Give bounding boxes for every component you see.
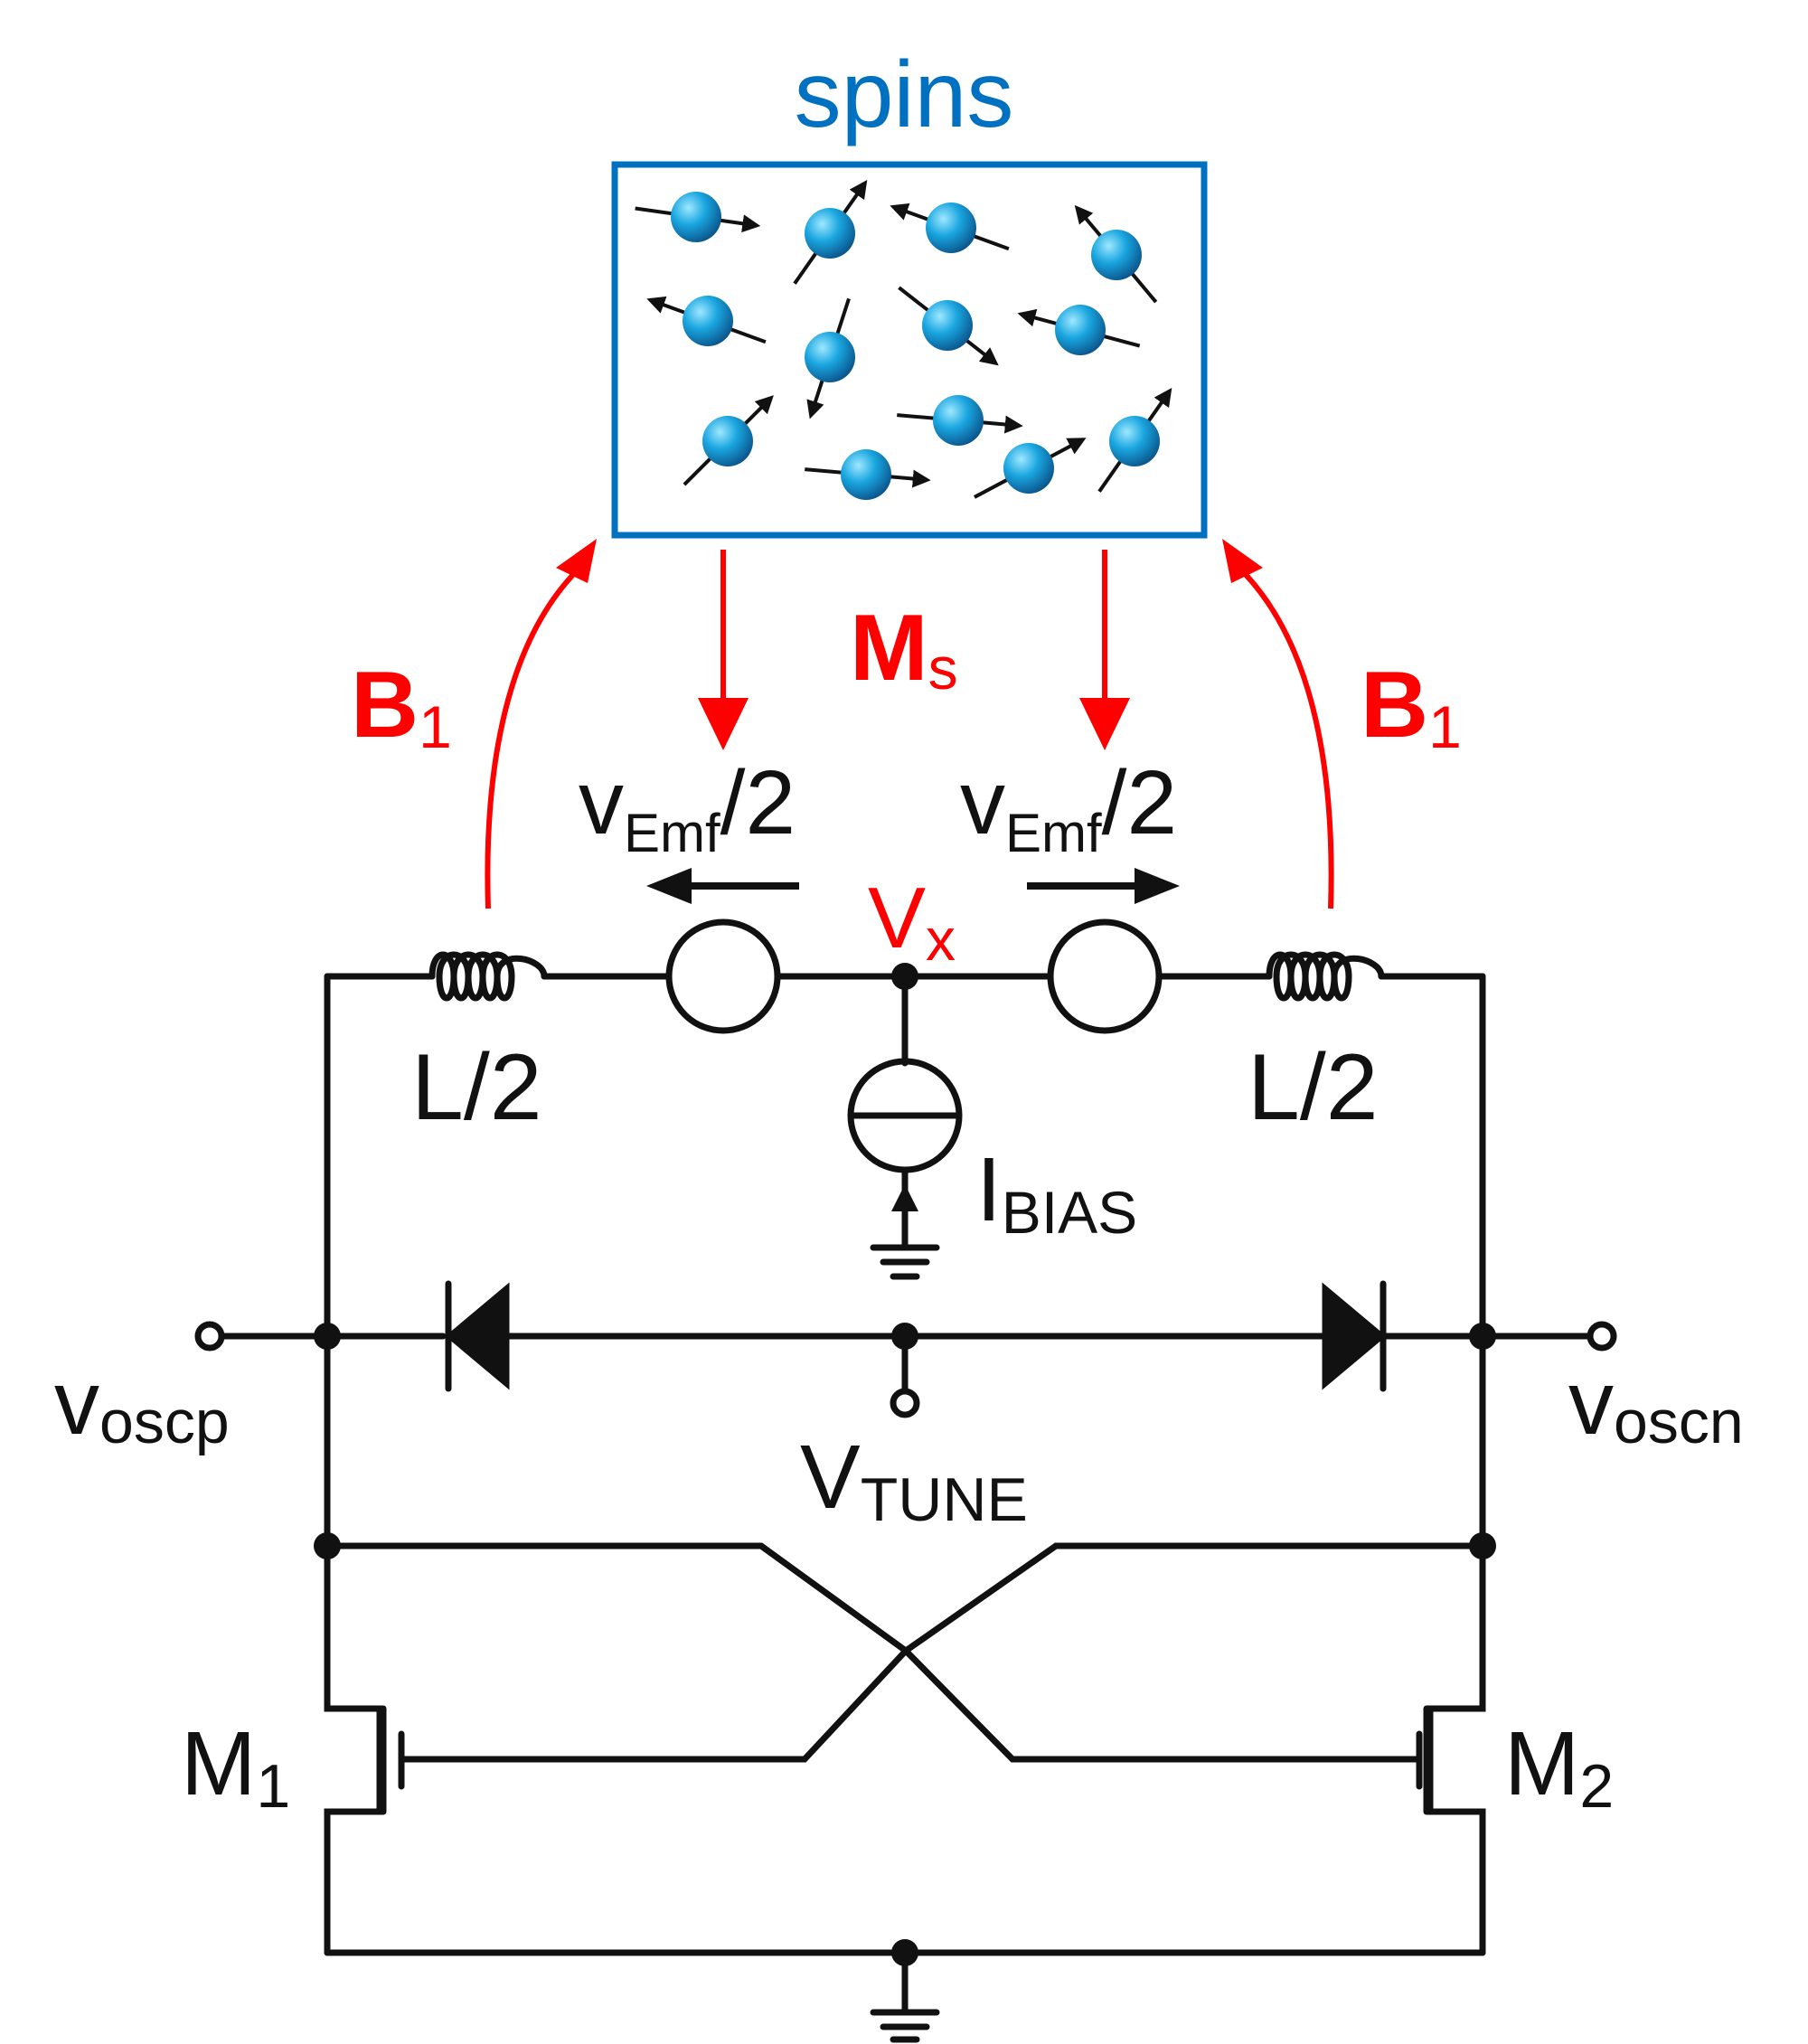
varactor-left-icon bbox=[445, 1280, 510, 1392]
inductor-left-icon bbox=[428, 951, 548, 1002]
voscp-label: voscp bbox=[54, 1352, 230, 1456]
ground-ibias-icon bbox=[870, 1244, 940, 1280]
spin-sphere-icon bbox=[1003, 443, 1054, 494]
spin-particle bbox=[805, 449, 931, 500]
spin-particle bbox=[898, 286, 999, 366]
vemf-source-right-icon bbox=[1047, 918, 1163, 1034]
vemf-right-label: vEmf/2 bbox=[960, 752, 1177, 863]
spin-sphere-icon bbox=[926, 203, 976, 253]
b1-right-label: B1 bbox=[1361, 653, 1462, 760]
spin-sphere-icon bbox=[841, 449, 891, 500]
m2-transistor-icon bbox=[1416, 1542, 1486, 1956]
l-right-label: L/2 bbox=[1248, 1035, 1379, 1140]
spin-sphere-icon bbox=[933, 395, 984, 446]
spin-particle bbox=[974, 438, 1087, 499]
ms-left-arrow bbox=[698, 550, 749, 750]
spin-particle bbox=[646, 296, 767, 346]
ibias-label: IBIAS bbox=[976, 1139, 1137, 1246]
spin-sphere-icon bbox=[1109, 416, 1160, 466]
ms-label: Ms bbox=[850, 596, 958, 702]
spins-box bbox=[611, 161, 1208, 539]
vemf-source-left-icon bbox=[665, 918, 781, 1034]
b1-left-label: B1 bbox=[351, 653, 452, 760]
spin-sphere-icon bbox=[683, 296, 733, 346]
m2-label: M2 bbox=[1504, 1713, 1614, 1821]
vemf-left-label: vEmf/2 bbox=[579, 752, 796, 863]
spin-particle bbox=[683, 395, 774, 486]
spin-particle bbox=[635, 192, 761, 242]
ground-bottom-icon bbox=[870, 2009, 940, 2043]
spin-sphere-icon bbox=[805, 208, 855, 259]
ms-right-arrow bbox=[1079, 550, 1130, 750]
voscn-terminal bbox=[1587, 1321, 1617, 1352]
vemf-left-arrow bbox=[646, 868, 799, 904]
spin-particle bbox=[1074, 204, 1158, 304]
spin-sphere-icon bbox=[671, 192, 721, 242]
m1-label: M1 bbox=[181, 1713, 290, 1821]
ibias-arrow-icon bbox=[891, 1184, 918, 1211]
spin-particle bbox=[897, 395, 1023, 446]
l-left-label: L/2 bbox=[411, 1035, 542, 1140]
spin-particle bbox=[805, 297, 855, 419]
inductor-right-icon bbox=[1266, 951, 1385, 1002]
m1-transistor-icon bbox=[324, 1542, 405, 1956]
spin-particles bbox=[635, 180, 1172, 500]
vx-label: Vx bbox=[868, 870, 956, 973]
spin-sphere-icon bbox=[1055, 305, 1106, 355]
vtune-label: VTUNE bbox=[800, 1427, 1028, 1534]
spin-sphere-icon bbox=[922, 300, 973, 351]
b1-left-arrow bbox=[485, 539, 597, 909]
spin-sphere-icon bbox=[1091, 230, 1142, 280]
varactor-right-icon bbox=[1322, 1280, 1387, 1392]
spin-sphere-icon bbox=[805, 332, 855, 382]
spin-sphere-icon bbox=[702, 416, 753, 466]
spins-title: spins bbox=[795, 42, 1014, 147]
vemf-right-arrow bbox=[1027, 868, 1180, 904]
spin-particle bbox=[793, 180, 868, 285]
spin-particle bbox=[890, 203, 1010, 253]
vtune-terminal bbox=[890, 1388, 920, 1418]
b1-right-arrow bbox=[1222, 539, 1334, 909]
voscp-terminal bbox=[194, 1321, 225, 1352]
junction-dots bbox=[314, 963, 1496, 1966]
spin-particle bbox=[1017, 305, 1141, 355]
voscn-label: voscn bbox=[1568, 1352, 1744, 1456]
spin-particle bbox=[1097, 388, 1172, 493]
